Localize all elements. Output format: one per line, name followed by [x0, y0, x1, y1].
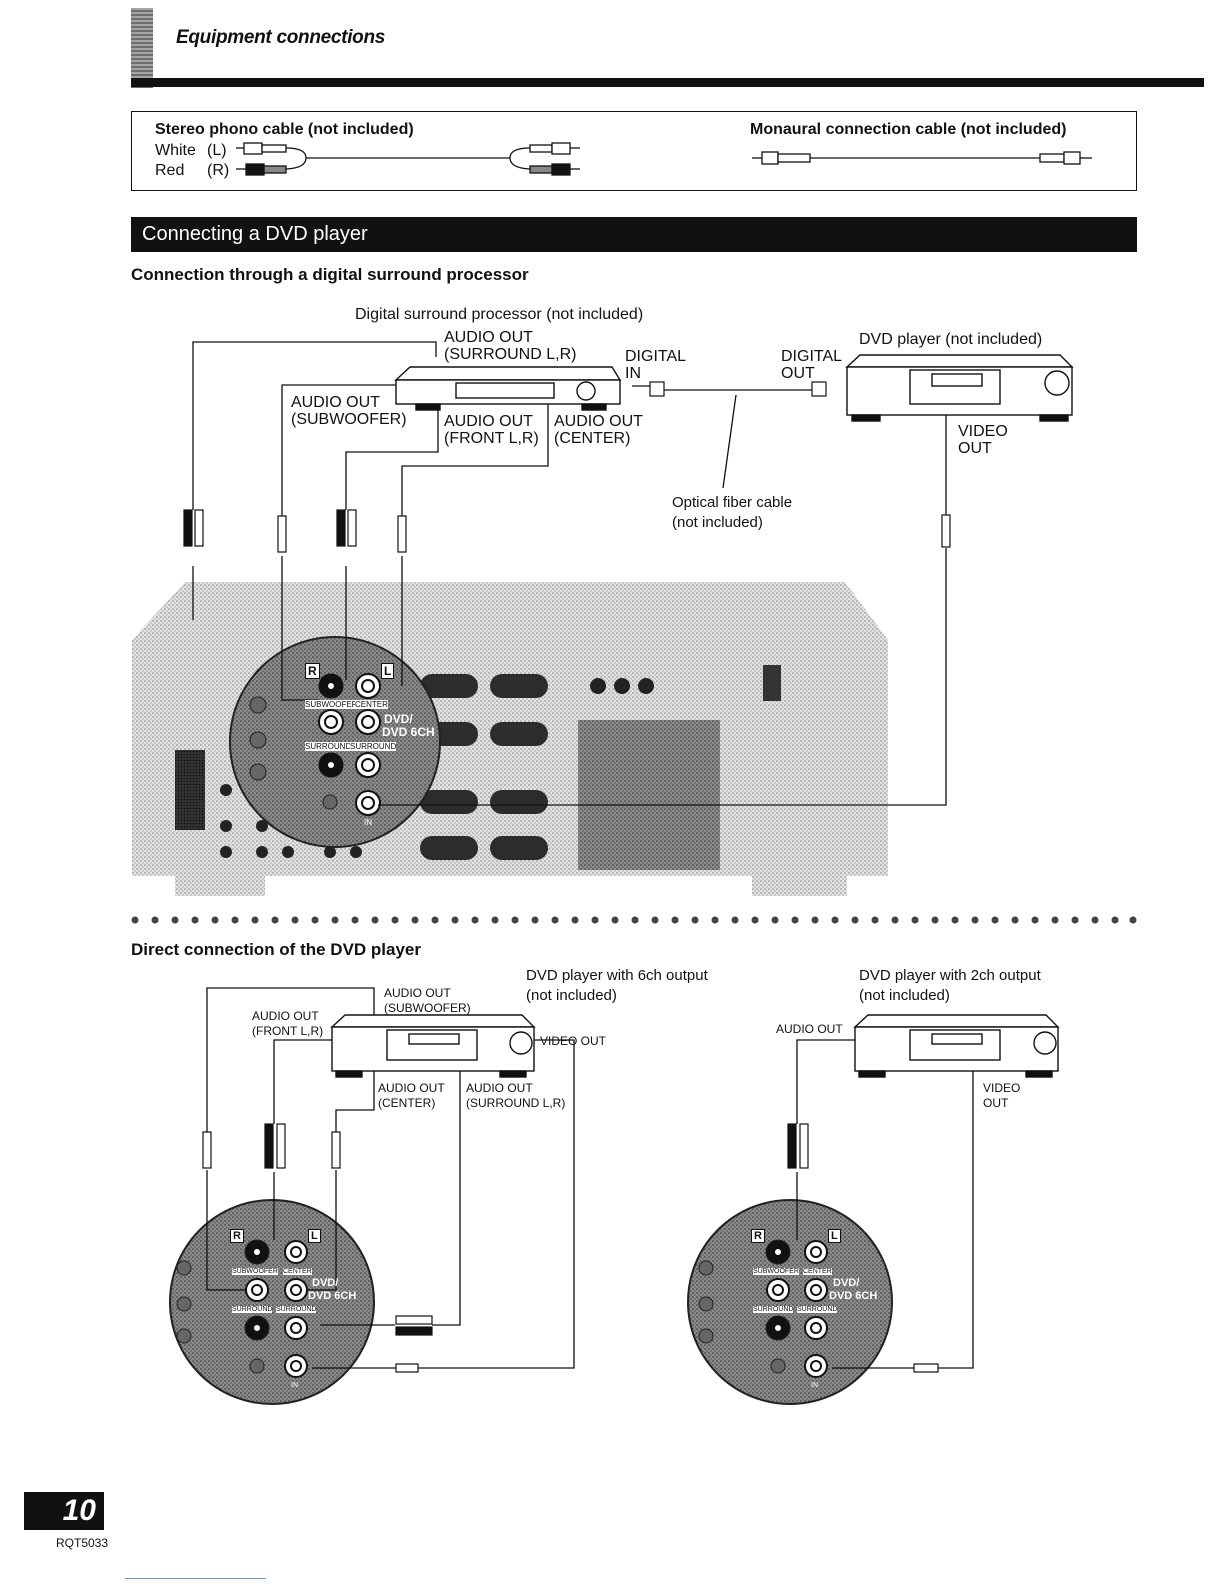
- audio-out-center-label: AUDIO OUT (CENTER): [554, 413, 643, 447]
- white-side-label: (L): [207, 142, 227, 159]
- digital-out-label: DIGITAL OUT: [781, 348, 843, 382]
- diagram3-plugs: [787, 1123, 939, 1373]
- d3-audio-out-label: AUDIO OUT: [776, 1022, 843, 1036]
- page-number: 10: [24, 1492, 104, 1530]
- p3-dvd6ch-label: DVD 6CH: [829, 1290, 878, 1302]
- panel-center-label: CENTER: [355, 700, 388, 709]
- dvd-6ch-label: DVD player with 6ch output (not included…: [526, 967, 708, 1004]
- bottom-link-line: [125, 1578, 266, 1579]
- d2-video-out-label: VIDEO OUT: [540, 1034, 607, 1048]
- processor-heading: Connection through a digital surround pr…: [131, 265, 529, 284]
- p3-surround-l-label: SURROUND: [797, 1306, 838, 1313]
- d2-audio-out-surround-label: AUDIO OUT (SURROUND L,R): [466, 1081, 566, 1110]
- video-out-label: VIDEO OUT: [958, 423, 1008, 457]
- p3-dvd-label: DVD/: [833, 1277, 860, 1289]
- header-rule: [131, 78, 1204, 87]
- dotted-separator: [131, 916, 1137, 924]
- diagram2-cables: [206, 987, 575, 1369]
- document-code: RQT5033: [56, 1536, 109, 1550]
- p2-dvd6ch-label: DVD 6CH: [308, 1290, 357, 1302]
- panel-l-label: L: [381, 663, 395, 679]
- mono-cable-title: Monaural connection cable (not included): [750, 121, 1067, 138]
- cable-legend-box: [131, 111, 1137, 191]
- dvd-player-label: DVD player (not included): [859, 331, 1043, 348]
- digital-in-label: DIGITAL IN: [625, 348, 687, 382]
- dvd-2ch-player: [853, 1014, 1060, 1078]
- panel-surround-l-label: SURROUND: [350, 742, 397, 751]
- processor-label: Digital surround processor (not included…: [355, 306, 644, 323]
- panel-dvd-label: DVD/: [384, 712, 413, 726]
- p2-subwoofer-label: SUBWOOFER: [232, 1268, 278, 1275]
- panel-6ch: [169, 1199, 375, 1405]
- d2-audio-out-subwoofer-label: AUDIO OUT (SUBWOOFER): [384, 986, 471, 1015]
- stereo-cable-title: Stereo phono cable (not included): [155, 121, 414, 138]
- direct-heading: Direct connection of the DVD player: [131, 940, 421, 959]
- p3-r-label: R: [751, 1229, 765, 1243]
- d2-audio-out-front-label: AUDIO OUT (FRONT L,R): [252, 1009, 324, 1038]
- red-label: Red: [155, 162, 185, 179]
- panel-in-label: IN: [364, 818, 372, 827]
- p3-in-label: IN: [811, 1382, 818, 1389]
- diagram1-cables: [192, 341, 947, 806]
- panel-r-label: R: [305, 663, 320, 679]
- p2-l-label: L: [308, 1229, 321, 1243]
- panel-surround-r-label: SURROUND: [305, 742, 352, 751]
- p2-surround-r-label: SURROUND: [232, 1306, 273, 1313]
- p2-center-label: CENTER: [283, 1268, 312, 1275]
- stereo-cable-illustration: [236, 142, 580, 176]
- header-accent-bar: [131, 8, 153, 88]
- p2-r-label: R: [230, 1229, 244, 1243]
- dvd-6ch-player: [330, 1014, 536, 1078]
- optical-cable-label: Optical fiber cable (not included): [672, 494, 793, 531]
- p2-surround-l-label: SURROUND: [276, 1306, 317, 1313]
- surround-processor: [394, 366, 622, 411]
- p3-l-label: L: [828, 1229, 841, 1243]
- diagram2-plugs: [202, 1123, 433, 1373]
- page-title: Equipment connections: [176, 27, 386, 48]
- section-title-bar: Connecting a DVD player: [131, 217, 1137, 252]
- p3-subwoofer-label: SUBWOOFER: [753, 1268, 799, 1275]
- d3-video-out-label: VIDEO OUT: [983, 1081, 1021, 1110]
- panel-subwoofer-label: SUBWOOFER: [305, 700, 358, 709]
- p2-dvd-label: DVD/: [312, 1277, 339, 1289]
- p3-center-label: CENTER: [803, 1268, 832, 1275]
- white-label: White: [155, 142, 196, 159]
- dvd-2ch-label: DVD player with 2ch output (not included…: [859, 967, 1041, 1004]
- d2-audio-out-center-label: AUDIO OUT (CENTER): [378, 1081, 445, 1110]
- panel-dvd6ch-label: DVD 6CH: [382, 725, 435, 739]
- panel-2ch: [687, 1199, 893, 1405]
- p3-surround-r-label: SURROUND: [753, 1306, 794, 1313]
- mono-cable-illustration: [752, 151, 1092, 165]
- p2-in-label: IN: [291, 1382, 298, 1389]
- receiver-rear-panel: [132, 582, 888, 896]
- audio-out-subwoofer-label: AUDIO OUT (SUBWOOFER): [291, 394, 407, 428]
- dvd-player-top: [845, 354, 1074, 422]
- audio-out-front-label: AUDIO OUT (FRONT L,R): [444, 413, 539, 447]
- diagram3-cables: [796, 1039, 974, 1369]
- diagram1-plugs: [183, 381, 951, 553]
- audio-out-surround-label: AUDIO OUT (SURROUND L,R): [444, 329, 577, 363]
- red-side-label: (R): [207, 162, 230, 179]
